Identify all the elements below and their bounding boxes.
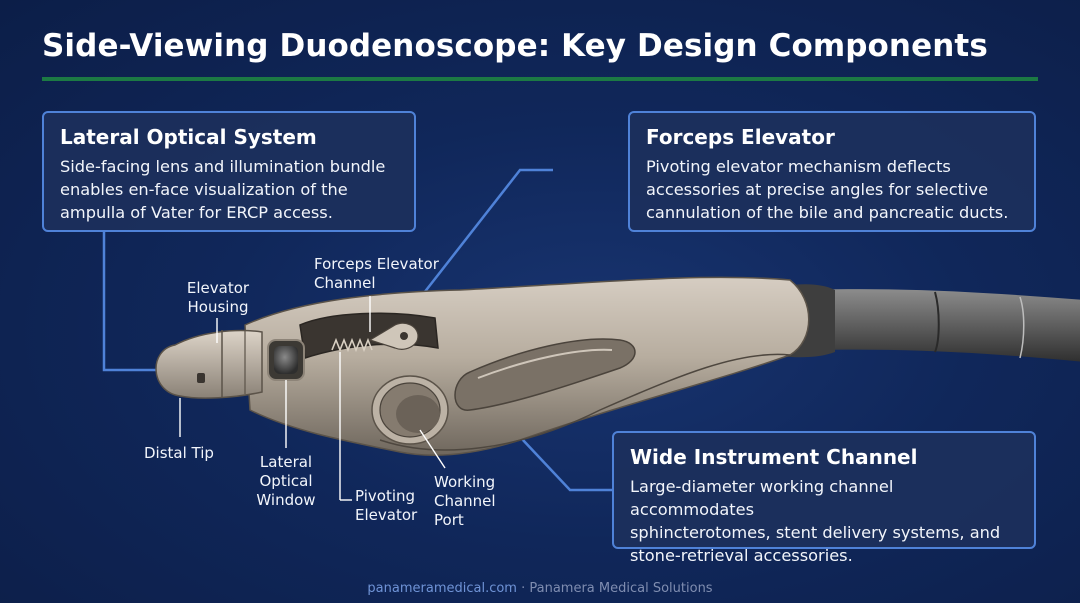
leader-forceps-elevator [394, 168, 553, 331]
leader-lateral-optical [102, 232, 165, 372]
distal-cap [155, 329, 263, 399]
optical-lens [274, 346, 298, 374]
label-ticks [179, 296, 446, 501]
callout-lateral-optical-system: Lateral Optical System Side-facing lens … [42, 111, 416, 232]
insertion-tube [760, 289, 1080, 362]
callout-heading: Forceps Elevator [646, 125, 835, 149]
footer-separator: · [516, 581, 530, 596]
callout-forceps-elevator: Forceps Elevator Pivoting elevator mecha… [628, 111, 1036, 232]
label-working-channel-port: Working Channel Port [434, 473, 496, 529]
callout-wide-instrument-channel: Wide Instrument Channel Large-diameter w… [612, 431, 1036, 565]
callout-body: Large-diameter working channel accommoda… [630, 477, 1001, 565]
footer: panameramedical.com · Panamera Medical S… [0, 581, 1080, 596]
elevator-pivot [400, 332, 408, 340]
callout-body: Side-facing lens and illumination bundle… [60, 157, 386, 222]
footer-url[interactable]: panameramedical.com [367, 581, 517, 596]
title-divider [42, 77, 1038, 81]
label-distal-tip: Distal Tip [144, 444, 214, 462]
callout-heading: Wide Instrument Channel [630, 445, 918, 469]
tube-segment-joint [934, 291, 940, 353]
callout-body: Pivoting elevator mechanism deflects acc… [646, 157, 1009, 222]
callout-heading: Lateral Optical System [60, 125, 317, 149]
label-lateral-optical-window: Lateral Optical Window [256, 453, 316, 509]
label-pivoting-elevator: Pivoting Elevator [355, 487, 418, 524]
footer-org: Panamera Medical Solutions [529, 581, 713, 596]
page-title: Side-Viewing Duodenoscope: Key Design Co… [42, 28, 988, 64]
side-groove [454, 338, 636, 411]
elevator-lever [368, 322, 419, 350]
label-forceps-elevator-channel: Forceps Elevator Channel [314, 255, 439, 292]
elevator-spring [331, 337, 373, 353]
tip-notch [197, 373, 205, 383]
tube-segment-highlight [1019, 296, 1025, 359]
label-elevator-housing: Elevator Housing [186, 279, 250, 316]
